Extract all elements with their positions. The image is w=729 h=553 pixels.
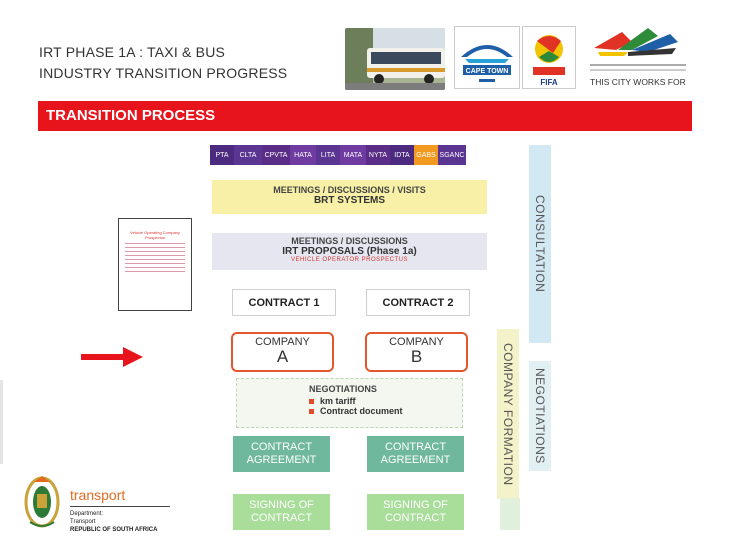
partner-label: SGANC — [438, 145, 466, 165]
negotiation-item: km tariff — [309, 396, 462, 406]
title-line-2: INDUSTRY TRANSITION PROGRESS — [39, 65, 288, 81]
contract-agreement-a: CONTRACT AGREEMENT — [233, 436, 330, 472]
title-line-1: IRT PHASE 1A : TAXI & BUS — [39, 44, 226, 60]
partner-label: CPVTA — [262, 145, 290, 165]
contract-agreement-b: CONTRACT AGREEMENT — [367, 436, 464, 472]
banner-label: TRANSITION PROCESS — [46, 107, 216, 124]
partner-label: GABS — [414, 145, 438, 165]
department-name: transport — [70, 487, 126, 503]
document-line — [125, 247, 185, 248]
partner-label: NYTA — [366, 145, 390, 165]
company-letter: B — [410, 347, 423, 366]
company-letter: A — [276, 347, 289, 366]
section-banner: TRANSITION PROCESS — [38, 101, 692, 131]
band-line-1: MEETINGS / DISCUSSIONS / VISITS — [273, 185, 426, 195]
document-line — [125, 267, 185, 268]
meetings-visits-band: MEETINGS / DISCUSSIONS / VISITS BRT SYST… — [212, 180, 487, 214]
bus-photo — [345, 28, 445, 90]
partner-label: PTA — [210, 145, 234, 165]
document-line — [125, 263, 185, 264]
signing-stripe — [500, 498, 520, 530]
company-label: COMPANY — [255, 336, 310, 348]
company-label: COMPANY — [389, 336, 444, 348]
band-line-3: VEHICLE OPERATOR PROSPECTUS — [291, 257, 408, 263]
page-title: IRT PHASE 1A : TAXI & BUS INDUSTRY TRANS… — [39, 42, 287, 84]
document-line — [125, 255, 185, 256]
partner-label: MATA — [340, 145, 366, 165]
negotiations-column: NEGOTIATIONS — [529, 361, 551, 471]
negotiations-box: NEGOTIATIONS km tariff Contract document — [236, 378, 463, 428]
document-line — [125, 251, 185, 252]
department-rule — [70, 506, 170, 507]
document-line — [125, 271, 185, 272]
department-text: transport Department: Transport REPUBLIC… — [70, 487, 170, 534]
document-line — [125, 259, 185, 260]
partner-strip: PTA CLTA CPVTA HATA LITA MATA NYTA IDTA … — [210, 145, 466, 165]
partner-label: IDTA — [390, 145, 414, 165]
negotiations-heading: NEGOTIATIONS — [309, 384, 377, 394]
band-line-1: MEETINGS / DISCUSSIONS — [291, 236, 408, 246]
department-line-2: Transport — [70, 519, 96, 525]
negotiations-label: NEGOTIATIONS — [533, 368, 547, 464]
document-title: Vehicle Operating Company Prospectus — [130, 230, 180, 240]
fifa-text: FIFA — [540, 78, 558, 87]
consultation-column: CONSULTATION — [529, 145, 551, 343]
fifa-world-cup-logo: FIFA — [522, 26, 576, 89]
cape-town-text: CAPE TOWN — [466, 68, 509, 75]
meetings-proposals-band: MEETINGS / DISCUSSIONS IRT PROPOSALS (Ph… — [212, 233, 487, 270]
partner-label: CLTA — [234, 145, 262, 165]
company-b-box: COMPANY B — [365, 332, 468, 372]
partner-label: LITA — [316, 145, 340, 165]
company-formation-label: COMPANY FORMATION — [501, 342, 515, 486]
contract-1-box: CONTRACT 1 — [232, 289, 336, 316]
negotiation-item-label: Contract document — [320, 406, 403, 416]
signing-of-contract-b: SIGNING OF CONTRACT — [367, 494, 464, 530]
partner-label: HATA — [290, 145, 316, 165]
department-line-3: REPUBLIC OF SOUTH AFRICA — [70, 527, 158, 533]
right-arrow-icon — [81, 347, 143, 367]
bullet-icon — [309, 408, 314, 414]
company-formation-column: COMPANY FORMATION — [497, 329, 519, 499]
department-line-1: Department: — [70, 511, 104, 517]
band-line-2: BRT SYSTEMS — [313, 195, 386, 206]
negotiation-item-label: km tariff — [320, 396, 356, 406]
band-line-2: IRT PROPOSALS (Phase 1a) — [282, 246, 417, 257]
consultation-label: CONSULTATION — [533, 195, 547, 293]
coat-of-arms-icon — [24, 476, 60, 528]
left-divider — [0, 380, 3, 464]
cape-town-logo: CAPE TOWN — [454, 26, 520, 89]
city-slogan-text: THIS CITY WORKS FOR YOU — [590, 77, 688, 87]
document-line — [125, 243, 185, 244]
city-works-logo: THIS CITY WORKS FOR YOU — [588, 24, 706, 90]
company-a-box: COMPANY A — [231, 332, 334, 372]
signing-of-contract-a: SIGNING OF CONTRACT — [233, 494, 330, 530]
contract-2-box: CONTRACT 2 — [366, 289, 470, 316]
bullet-icon — [309, 398, 314, 404]
negotiation-item: Contract document — [309, 406, 462, 416]
prospectus-document: Vehicle Operating Company Prospectus — [118, 218, 192, 311]
